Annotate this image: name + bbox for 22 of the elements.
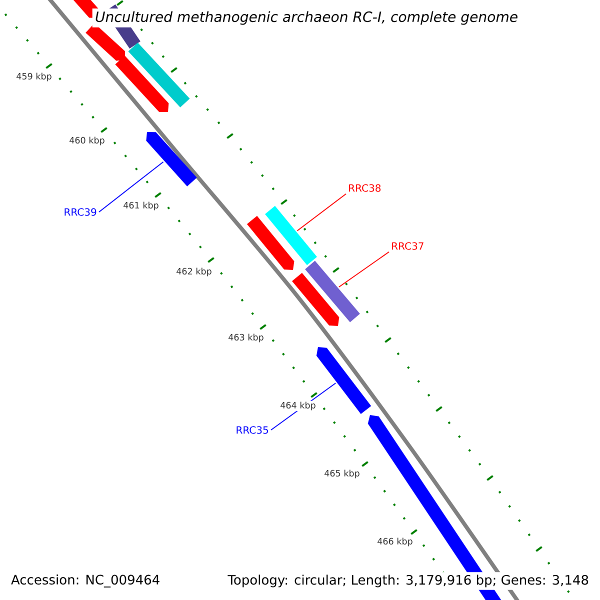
scale-label: 459 kbp [15,72,53,82]
gene-label: RRC35 [236,426,268,434]
gene-feature [316,347,372,414]
gene-feature [305,260,360,322]
scale-label: 461 kbp [122,200,160,212]
scale-label: 465 kbp [323,468,361,480]
gene-label: RRC37 [392,242,424,250]
scale-label: 460 kbp [68,136,106,146]
leader-line [338,251,390,288]
scale-label: 462 kbp [175,266,213,278]
genome-info-text: Topology: circular; Length: 3,179,916 bp; Genes: 3,148 [225,572,592,590]
scale-label: 464 kbp [279,400,317,412]
accession-text: Accession: NC_009464 [8,572,163,590]
scale-label: 466 kbp [376,536,414,548]
scale-label: 463 kbp [227,332,265,344]
leader-line [98,161,164,212]
gene-feature [146,132,197,186]
gene-label: RRC38 [349,184,381,192]
gene-label: RRC39 [64,208,96,216]
gene-feature [265,206,317,266]
title: Uncultured methanogenic archaeon RC-I, complete genome [92,8,521,28]
leader-line [296,193,346,232]
